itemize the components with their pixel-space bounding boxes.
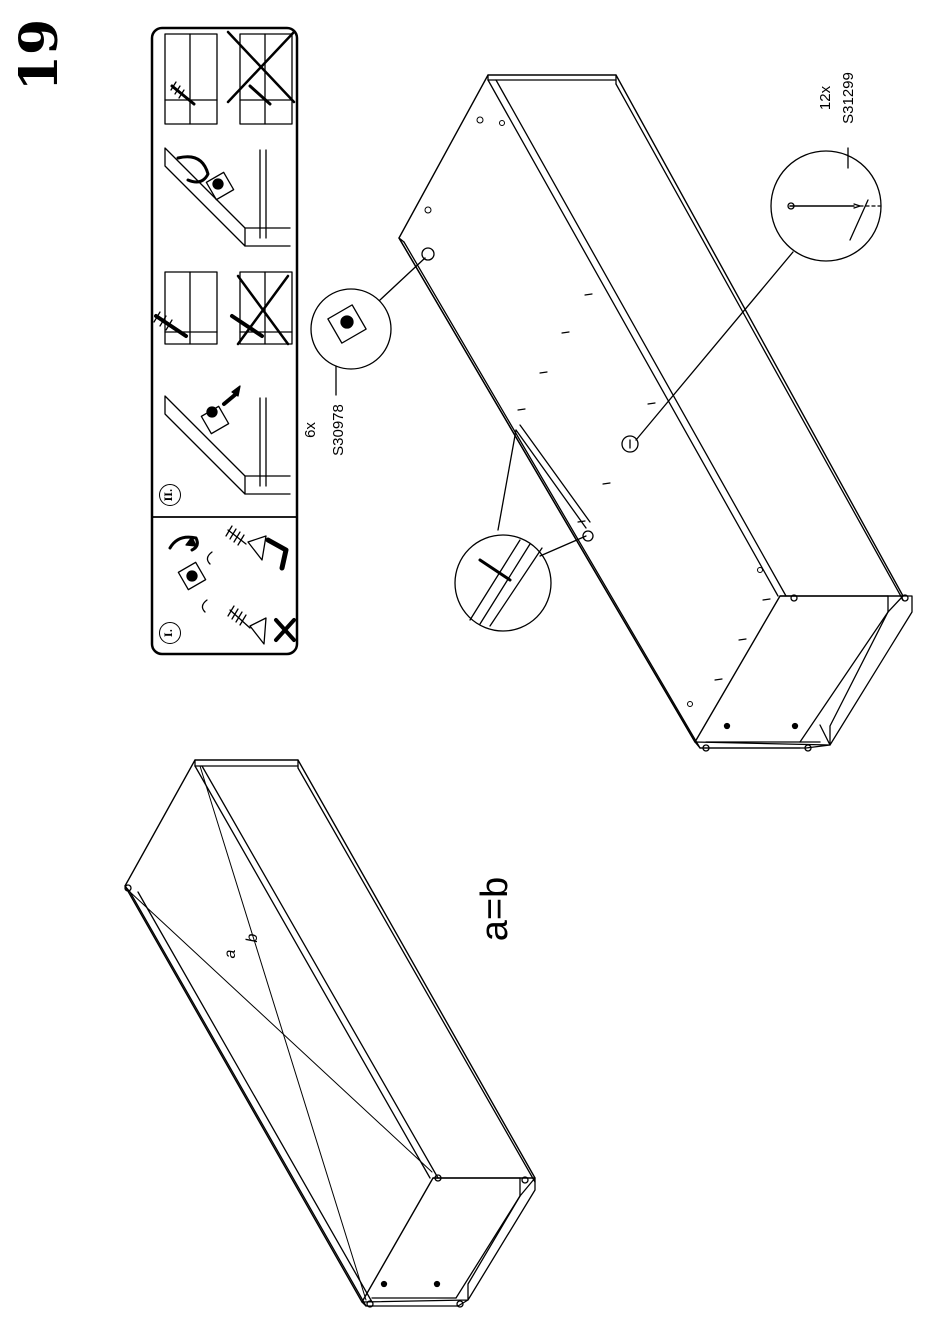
cabinet-assembly-view: [311, 75, 912, 751]
diagonal-b: [200, 766, 366, 1300]
step-number: 19: [15, 15, 65, 95]
cam-lock-quantity: 6x: [302, 400, 322, 460]
back-panel: [399, 75, 903, 742]
cam-tighten-detail: [165, 148, 290, 246]
screw-wrong-direction-icon: [226, 526, 286, 568]
carcass-side: [362, 1178, 535, 1306]
incorrect-depth-detail: [232, 272, 292, 344]
incorrect-nail-detail: [228, 32, 294, 124]
correct-nail-detail: [165, 34, 217, 124]
diagonal-check-view: [125, 760, 535, 1307]
nail-code: S31299: [840, 58, 860, 138]
cam-lock-code: S30978: [330, 390, 350, 470]
diagonal-equation: a=b: [472, 854, 518, 964]
step-one-marker: I.: [159, 622, 181, 644]
correct-depth-detail: [154, 272, 217, 344]
fitting-insertion-detail: [165, 386, 290, 494]
carcass-back: [125, 760, 535, 1302]
diagonal-b-label: b: [244, 928, 264, 948]
edge-detail-circle: [455, 535, 551, 631]
instructions-panel: [152, 28, 297, 654]
diagonal-a: [130, 892, 432, 1172]
screw-incorrect-icon: [228, 606, 294, 644]
nail-quantity: 12x: [817, 73, 837, 123]
cam-lock-detail-circle: [311, 289, 391, 369]
step-two-marker: II.: [159, 484, 181, 506]
instructions-frame: [152, 28, 297, 654]
diagonal-a-label: a: [222, 944, 242, 964]
cam-rotation-icon: [170, 537, 212, 612]
